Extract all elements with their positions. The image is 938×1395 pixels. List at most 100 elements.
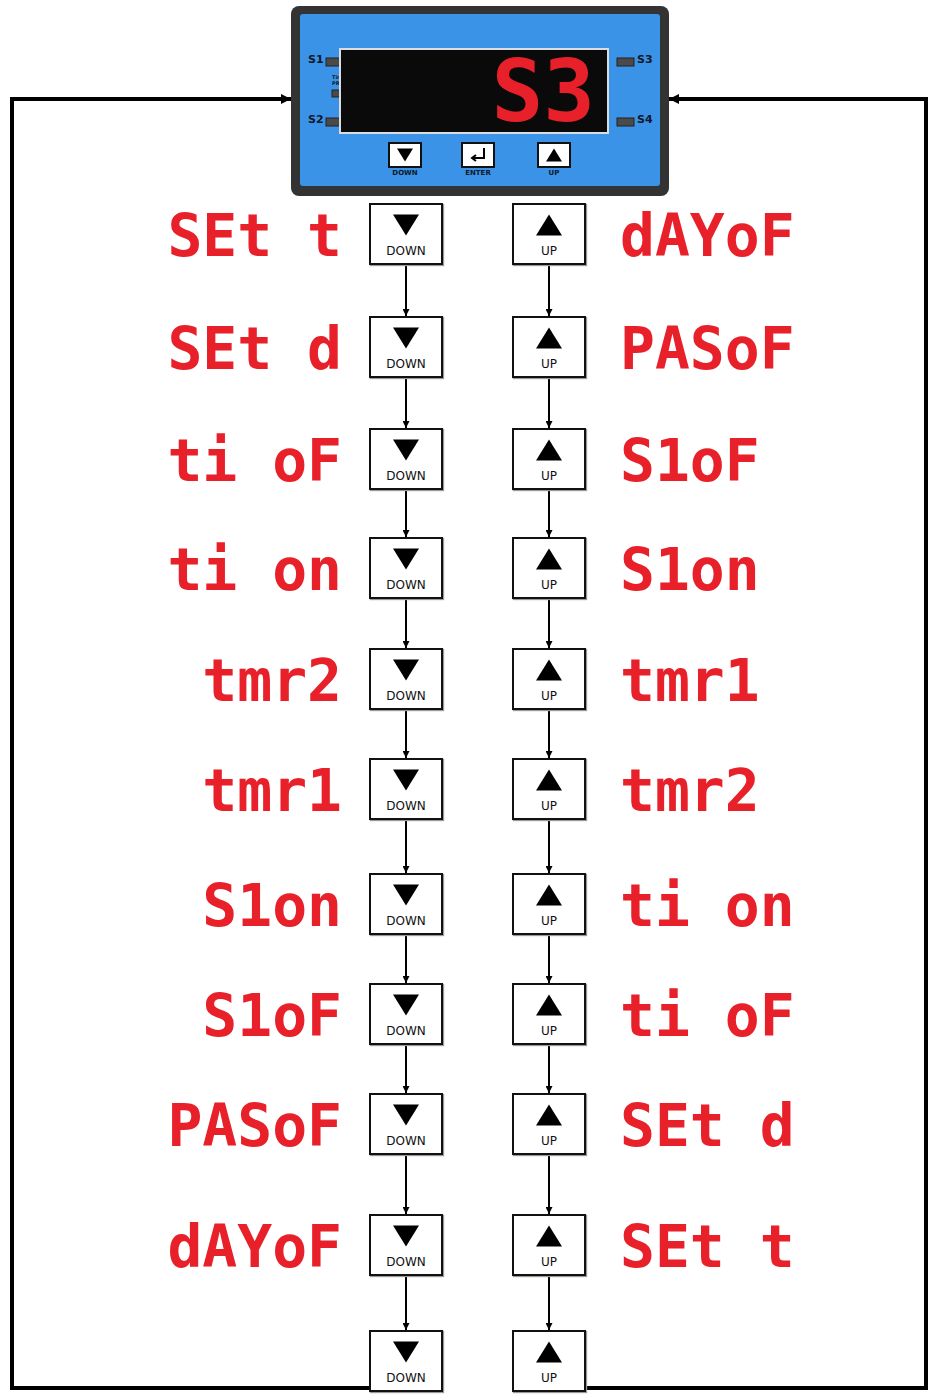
menu-item-text: tmr1: [202, 756, 342, 826]
flow-arrow: [405, 265, 407, 316]
button-label: DOWN: [371, 243, 441, 259]
icon-shape: [536, 770, 562, 791]
menu-button: UP: [512, 758, 586, 820]
menu-button: DOWN: [369, 1330, 443, 1392]
panel-button: ENTER: [461, 142, 495, 168]
menu-item-text: SEt d: [620, 1091, 795, 1161]
icon-shape: [393, 1105, 419, 1126]
button-label: UP: [514, 243, 584, 259]
icon-shape: [472, 148, 484, 161]
flow-arrow: [405, 820, 407, 873]
front-face: [300, 14, 660, 186]
button-label: DOWN: [371, 1133, 441, 1149]
menu-button: DOWN: [369, 873, 443, 935]
icon-shape: [546, 149, 562, 162]
flow-arrow: [405, 490, 407, 537]
button-label: UP: [514, 688, 584, 704]
icon-shape: [536, 440, 562, 461]
flow-arrow: [548, 599, 550, 648]
button-label: DOWN: [371, 798, 441, 814]
menu-item-text: tmr1: [620, 646, 760, 716]
flow-arrow: [405, 599, 407, 648]
menu-item-text: PASoF: [167, 1091, 342, 1161]
led-label: S1: [308, 54, 328, 66]
icon-shape: [536, 1226, 562, 1247]
flow-arrow: [548, 490, 550, 537]
menu-item-text: ti oF: [167, 426, 342, 496]
menu-button: UP: [512, 1093, 586, 1155]
icon-shape: [393, 885, 419, 906]
button-label: UP: [514, 468, 584, 484]
menu-button: UP: [512, 983, 586, 1045]
flow-arrow: [548, 1045, 550, 1093]
panel-button: UP: [537, 142, 571, 168]
button-label: DOWN: [376, 169, 434, 178]
flow-arrow: [548, 378, 550, 428]
menu-item-text: SEt t: [620, 1212, 795, 1282]
flow-arrow: [405, 1045, 407, 1093]
flow-arrow: [405, 1155, 407, 1214]
housing-frame: [291, 6, 669, 196]
menu-item-text: ti oF: [620, 981, 795, 1051]
flow-arrow: [405, 378, 407, 428]
panel-button: DOWN: [388, 142, 422, 168]
menu-button: UP: [512, 1214, 586, 1276]
icon-shape: [536, 885, 562, 906]
menu-button: DOWN: [369, 983, 443, 1045]
menu-item-text: dAYoF: [167, 1212, 342, 1282]
icon-shape: [536, 660, 562, 681]
arrow-icon: [390, 144, 420, 166]
icon-shape: [397, 149, 413, 162]
icon-shape: [536, 215, 562, 236]
button-label: DOWN: [371, 1370, 441, 1386]
led: [617, 118, 634, 126]
menu-item-text: SEt t: [167, 201, 342, 271]
button-label: UP: [514, 1370, 584, 1386]
menu-button: DOWN: [369, 1093, 443, 1155]
icon-shape: [393, 215, 419, 236]
menu-button: DOWN: [369, 203, 443, 265]
menu-item-text: S1oF: [620, 426, 760, 496]
flow-arrow: [548, 935, 550, 983]
button-label: DOWN: [371, 1023, 441, 1039]
menu-button: DOWN: [369, 316, 443, 378]
flow-arrow: [405, 935, 407, 983]
button-label: DOWN: [371, 468, 441, 484]
flow-arrow: [548, 820, 550, 873]
menu-button: DOWN: [369, 1214, 443, 1276]
menu-item-text: tmr2: [202, 646, 342, 716]
menu-button: UP: [512, 873, 586, 935]
flow-arrow: [12, 99, 369, 1388]
menu-item-text: S1on: [202, 871, 342, 941]
button-label: ENTER: [449, 169, 507, 178]
button-label: UP: [514, 798, 584, 814]
icon-shape: [536, 328, 562, 349]
led-label: S2: [308, 114, 328, 126]
menu-item-text: tmr2: [620, 756, 760, 826]
menu-button: UP: [512, 316, 586, 378]
icon-shape: [536, 1105, 562, 1126]
menu-button: UP: [512, 203, 586, 265]
menu-button: DOWN: [369, 758, 443, 820]
menu-button: DOWN: [369, 648, 443, 710]
led-label: S3: [637, 54, 657, 66]
menu-item-text: SEt d: [167, 314, 342, 384]
led-label: S4: [637, 114, 657, 126]
icon-shape: [393, 770, 419, 791]
button-label: UP: [514, 1254, 584, 1270]
menu-button: UP: [512, 428, 586, 490]
icon-shape: [393, 995, 419, 1016]
menu-button: UP: [512, 1330, 586, 1392]
controller-panel: S1Timer PRG1S2S3S4S3DOWNENTERUP: [291, 6, 669, 196]
button-label: UP: [514, 1023, 584, 1039]
icon-shape: [536, 995, 562, 1016]
menu-button: DOWN: [369, 537, 443, 599]
flow-arrow: [548, 710, 550, 758]
icon-shape: [393, 549, 419, 570]
button-label: UP: [525, 169, 583, 178]
button-label: DOWN: [371, 688, 441, 704]
button-label: DOWN: [371, 1254, 441, 1270]
icon-shape: [393, 1226, 419, 1247]
